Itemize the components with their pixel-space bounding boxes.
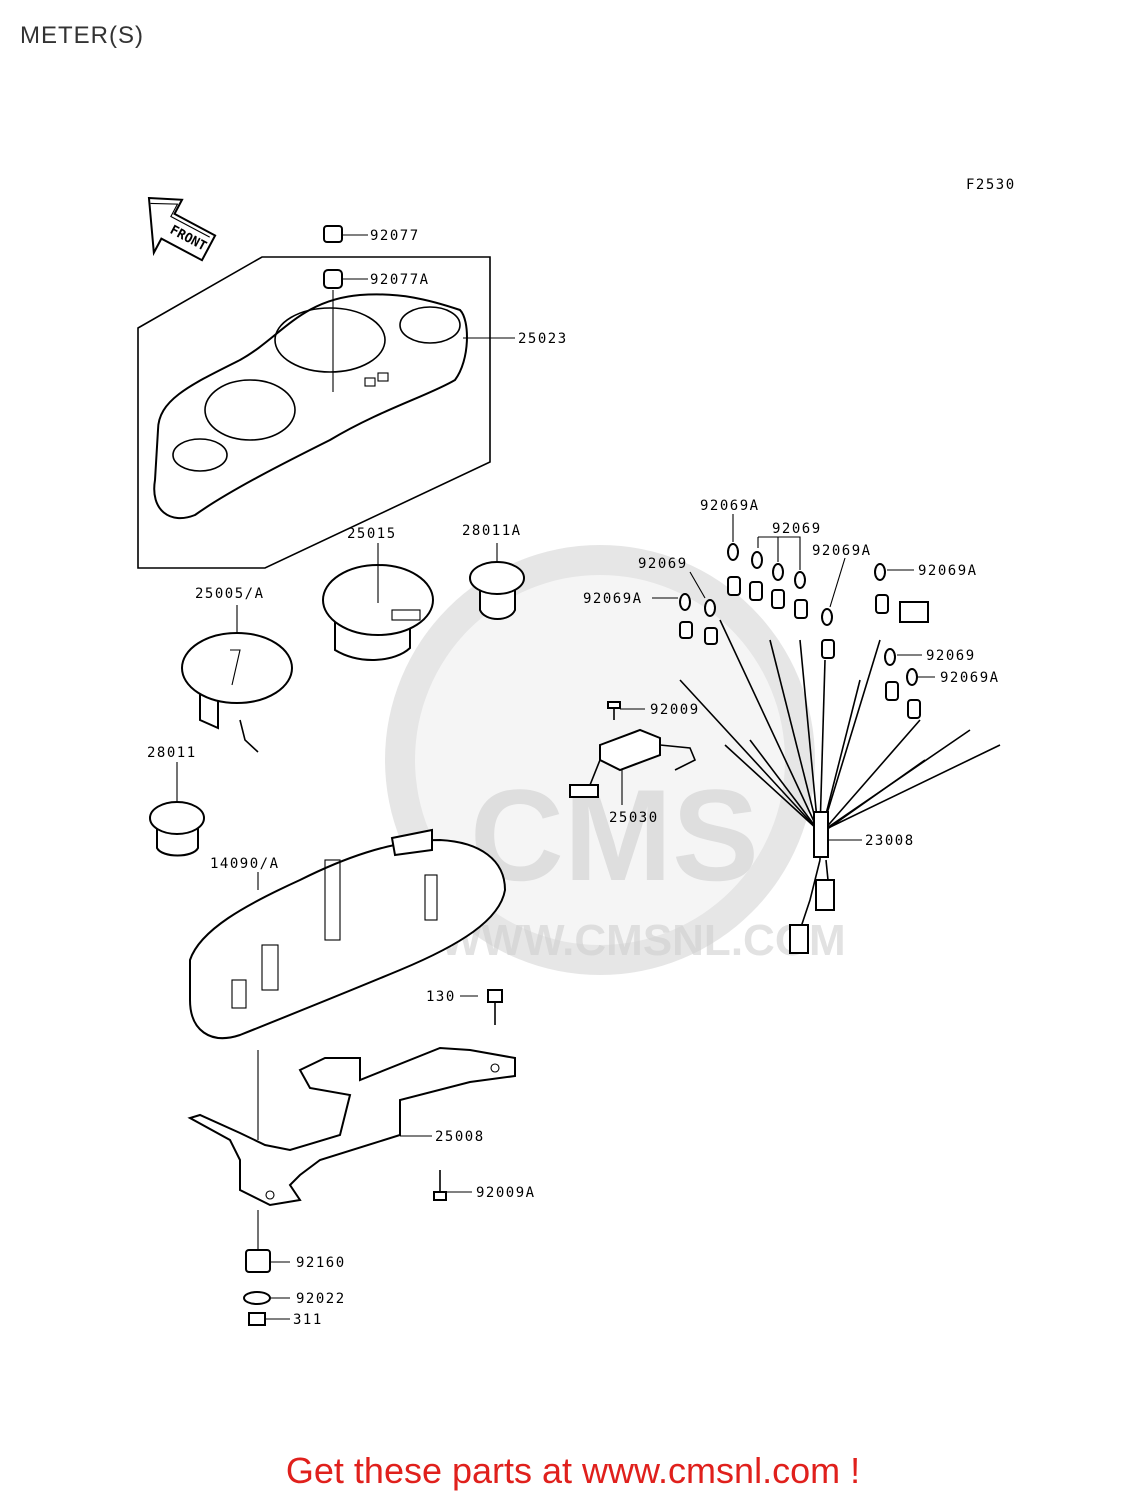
bulb-icon [727,543,739,561]
meter-socket-left-icon [149,801,205,857]
meter-cover-assembly [137,256,491,569]
part-label-25030: 25030 [609,810,659,826]
bulb-icon [821,608,833,626]
part-label-130: 130 [426,989,456,1005]
bulb-icon [772,563,784,581]
part-label-92160: 92160 [296,1255,346,1271]
bulb-sockets [679,543,929,719]
part-label-25008: 25008 [435,1129,485,1145]
part-label-92077: 92077 [370,228,420,244]
part-label-92009A: 92009A [476,1185,536,1201]
part-label-92069A-mid: 92069A [812,543,872,559]
part-labels: 92077 92077A 25023 25015 28011A 25005/A … [147,228,1000,1328]
bulb-socket-icon [907,699,921,719]
bulb-icon [874,563,886,581]
bulb-socket-icon [821,639,835,659]
footer-link-text[interactable]: Get these parts at www.cmsnl.com ! [285,1450,861,1491]
part-label-92022: 92022 [296,1291,346,1307]
nut-icon [248,1312,266,1326]
part-label-28011A: 28011A [462,523,522,539]
damper-icon [245,1249,271,1273]
front-arrow-icon: FRONT [147,196,217,262]
bulb-socket-icon [704,627,718,645]
bulb-icon [794,571,806,589]
part-label-92069-right: 92069 [926,648,976,664]
bulb-socket-icon [875,594,889,614]
knob-grommet-icon [323,269,343,289]
part-label-25023: 25023 [518,331,568,347]
bulb-socket-icon [727,576,741,596]
part-label-92069-top: 92069 [772,521,822,537]
watermark-url-text: WWW.CMSNL.COM [440,916,846,965]
bulb-socket-icon [885,681,899,701]
part-label-14090A: 14090/A [210,856,280,872]
part-label-92069A-top: 92069A [700,498,760,514]
meter-bracket-icon [187,1046,516,1207]
bulb-icon [679,593,691,611]
part-label-92069A-right: 92069A [918,563,978,579]
part-label-92069A-right2: 92069A [940,670,1000,686]
bulb-socket-icon [771,589,785,609]
bulb-icon [884,648,896,666]
part-label-92069-left: 92069 [638,556,688,572]
washer-icon [243,1291,271,1305]
speedometer-icon [181,632,293,753]
knob-icon [323,225,343,243]
wire-harness-icon [679,619,1001,954]
part-label-28011: 28011 [147,745,197,761]
control-unit-icon [569,728,697,798]
part-label-92009: 92009 [650,702,700,718]
bulb-icon [704,599,716,617]
tachometer-icon [322,564,434,661]
part-label-92069A-left: 92069A [583,591,643,607]
part-label-23008: 23008 [865,833,915,849]
watermark-logo-text: CMS [470,762,759,908]
small-screw-icon [607,701,621,720]
bulb-socket-icon [679,621,693,639]
bolt-icon [487,989,503,1025]
bulb-socket-icon [794,599,808,619]
page-title: METER(S) [20,22,144,49]
part-label-25015: 25015 [347,526,397,542]
part-label-92077A: 92077A [370,272,430,288]
bulb-socket-icon [749,581,763,601]
part-label-25005A: 25005/A [195,586,265,602]
part-label-311: 311 [293,1312,323,1328]
meter-case-icon [189,828,507,1040]
screw-icon [433,1170,447,1201]
parts-diagram: CMS WWW.CMSNL.COM F2530 FRONT [137,177,1016,1328]
connector-icon [899,601,929,623]
figure-code: F2530 [966,177,1016,193]
bulb-icon [751,551,763,569]
bulb-icon [906,668,918,686]
